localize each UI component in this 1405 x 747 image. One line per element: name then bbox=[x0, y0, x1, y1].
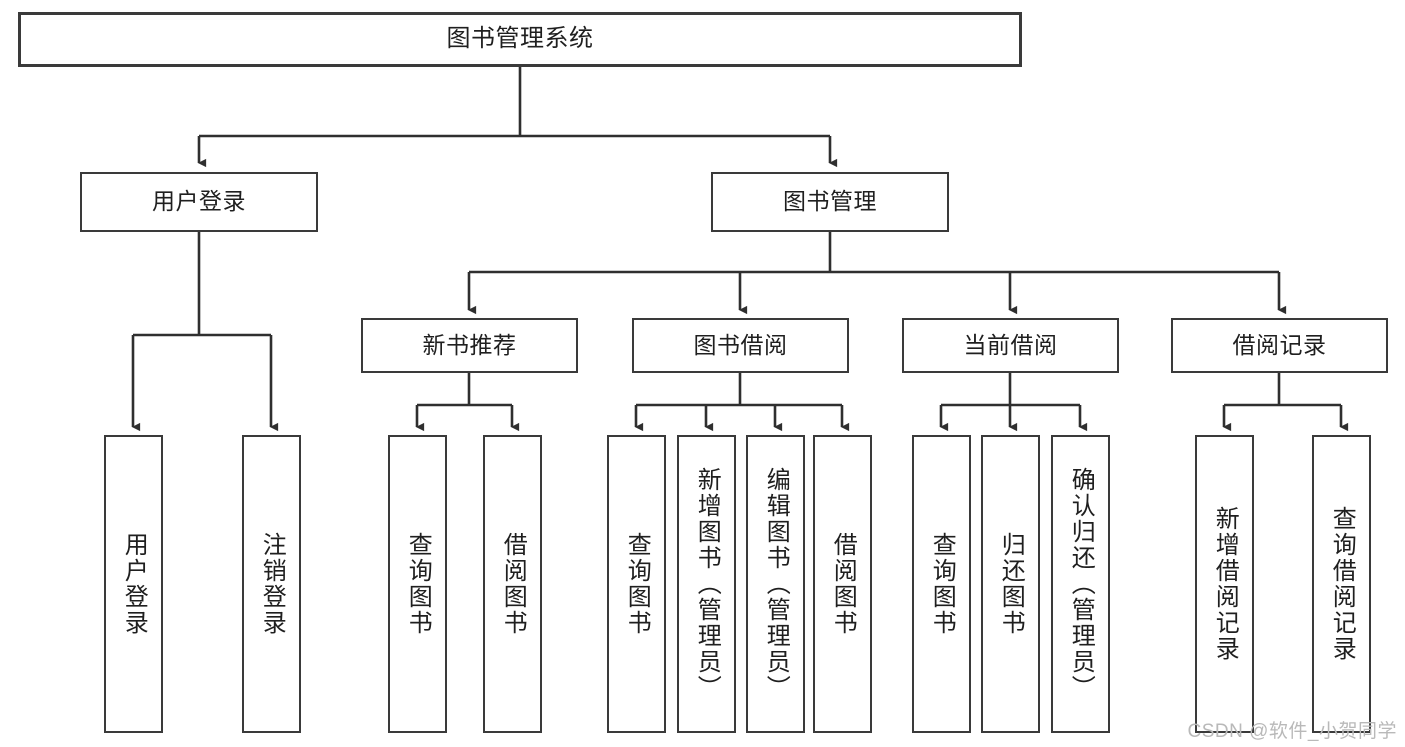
node-book-management[interactable]: 图书管理 bbox=[711, 172, 949, 232]
leaf-borrow-record-query-label: 查询借阅记录 bbox=[1328, 506, 1356, 662]
node-borrow-record[interactable]: 借阅记录 bbox=[1171, 318, 1388, 373]
leaf-current-borrow-query[interactable]: 查询图书 bbox=[912, 435, 971, 733]
node-user-login-label: 用户登录 bbox=[152, 188, 246, 215]
leaf-current-borrow-query-label: 查询图书 bbox=[928, 532, 956, 636]
leaf-book-borrow-add[interactable]: 新增图书（管理员） bbox=[677, 435, 736, 733]
node-new-book-recommend-label: 新书推荐 bbox=[422, 331, 517, 358]
node-book-borrow-label: 图书借阅 bbox=[693, 331, 788, 358]
node-book-borrow[interactable]: 图书借阅 bbox=[632, 318, 849, 373]
leaf-user-login-signin-label: 用户登录 bbox=[120, 532, 148, 636]
node-new-book-recommend[interactable]: 新书推荐 bbox=[361, 318, 578, 373]
leaf-user-login-signout[interactable]: 注销登录 bbox=[242, 435, 301, 733]
leaf-borrow-record-query[interactable]: 查询借阅记录 bbox=[1312, 435, 1371, 733]
leaf-user-login-signout-label: 注销登录 bbox=[258, 532, 286, 636]
node-current-borrow-label: 当前借阅 bbox=[963, 331, 1058, 358]
node-borrow-record-label: 借阅记录 bbox=[1232, 331, 1327, 358]
leaf-current-borrow-return-label: 归还图书 bbox=[997, 532, 1025, 636]
leaf-book-borrow-edit[interactable]: 编辑图书（管理员） bbox=[746, 435, 805, 733]
leaf-current-borrow-return[interactable]: 归还图书 bbox=[981, 435, 1040, 733]
node-user-login[interactable]: 用户登录 bbox=[80, 172, 318, 232]
leaf-borrow-record-add-label: 新增借阅记录 bbox=[1211, 506, 1239, 662]
node-root[interactable]: 图书管理系统 bbox=[18, 12, 1022, 67]
leaf-book-borrow-query[interactable]: 查询图书 bbox=[607, 435, 666, 733]
leaf-current-borrow-confirm[interactable]: 确认归还（管理员） bbox=[1051, 435, 1110, 733]
leaf-book-borrow-add-label: 新增图书（管理员） bbox=[693, 467, 721, 701]
leaf-book-borrow-lend-label: 借阅图书 bbox=[829, 532, 857, 636]
leaf-current-borrow-confirm-label: 确认归还（管理员） bbox=[1067, 467, 1095, 701]
leaf-new-book-borrow[interactable]: 借阅图书 bbox=[483, 435, 542, 733]
leaf-new-book-borrow-label: 借阅图书 bbox=[499, 532, 527, 636]
node-current-borrow[interactable]: 当前借阅 bbox=[902, 318, 1119, 373]
leaf-book-borrow-edit-label: 编辑图书（管理员） bbox=[762, 467, 790, 701]
node-root-label: 图书管理系统 bbox=[446, 25, 594, 53]
leaf-borrow-record-add[interactable]: 新增借阅记录 bbox=[1195, 435, 1254, 733]
leaf-new-book-query[interactable]: 查询图书 bbox=[388, 435, 447, 733]
leaf-new-book-query-label: 查询图书 bbox=[404, 532, 432, 636]
leaf-book-borrow-query-label: 查询图书 bbox=[623, 532, 651, 636]
leaf-book-borrow-lend[interactable]: 借阅图书 bbox=[813, 435, 872, 733]
csdn-watermark: CSDN @软件_小贺同学 bbox=[1187, 721, 1397, 742]
node-book-management-label: 图书管理 bbox=[783, 188, 877, 215]
leaf-user-login-signin[interactable]: 用户登录 bbox=[104, 435, 163, 733]
